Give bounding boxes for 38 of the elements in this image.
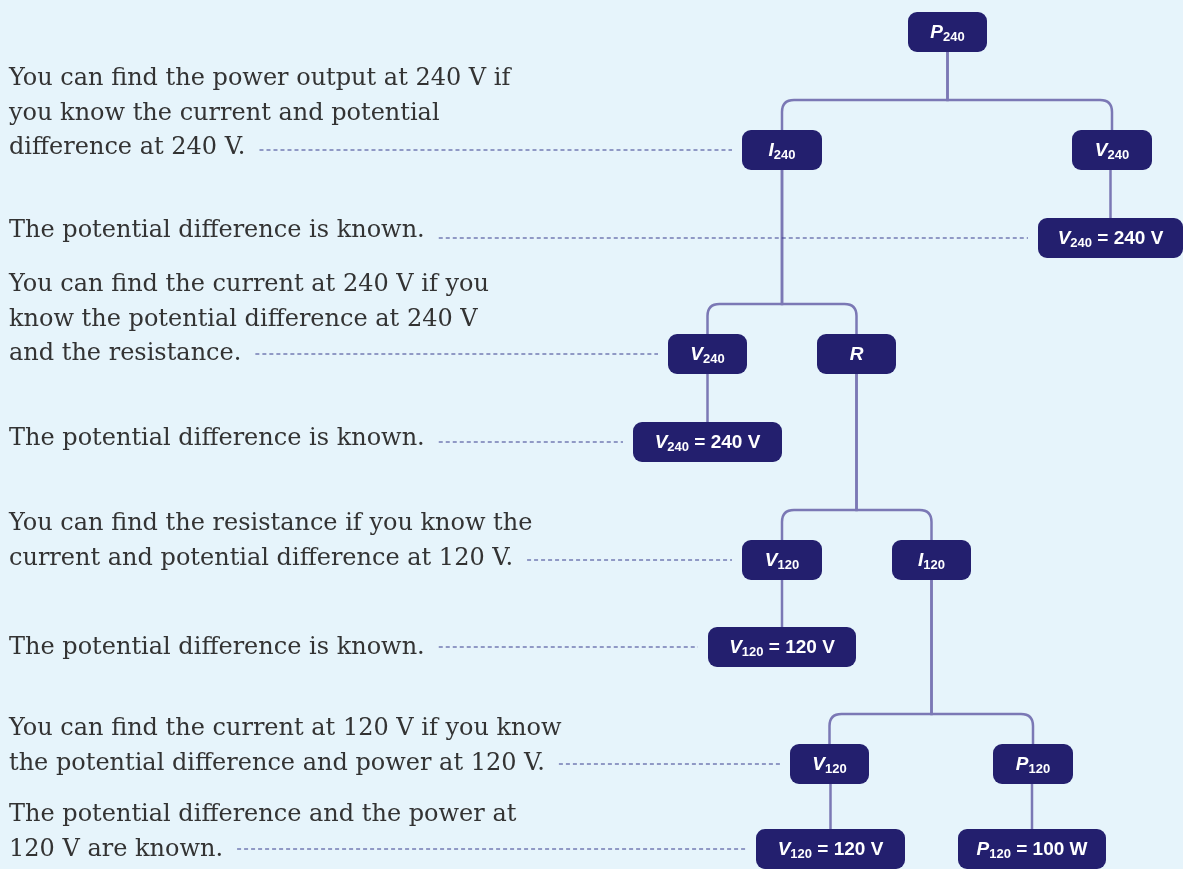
leader-line: [236, 848, 747, 850]
explanation-note: The potential difference is known.: [9, 629, 489, 664]
quantity-box: V$_{240}$ = 240 V: [633, 422, 782, 462]
quantity-box: I$_{240}$: [742, 130, 822, 170]
explanation-note: The potential difference is known.: [9, 420, 489, 455]
quantity-box: P$_{120}$: [993, 744, 1073, 784]
quantity-box: V$_{240}$ = 240 V: [1038, 218, 1183, 258]
explanation-note: The potential difference and the power at 120 V are known.: [9, 796, 529, 865]
quantity-box: V$_{240}$: [1072, 130, 1152, 170]
explanation-note: You can find the current at 240 V if you know the potential difference at 240 V and the resistance.: [9, 266, 509, 370]
leader-line: [438, 237, 1029, 239]
quantity-box: P$_{120}$ = 100 W: [958, 829, 1106, 869]
leader-line: [558, 763, 781, 765]
tree-connector: [930, 580, 1035, 744]
tree-connector: [780, 580, 784, 627]
tree-connector: [1109, 170, 1112, 218]
tree-connector: [706, 374, 709, 422]
tree-connector: [829, 784, 832, 829]
tree-connector: [855, 374, 933, 540]
explanation-note: You can find the resistance if you know the current and potential difference at 120 V.: [9, 505, 554, 574]
leader-line: [259, 149, 733, 151]
quantity-box: V$_{120}$ = 120 V: [756, 829, 905, 869]
tree-connector: [946, 52, 1114, 130]
leader-line: [526, 559, 733, 561]
leader-line: [438, 441, 624, 443]
quantity-box: V$_{120}$ = 120 V: [708, 627, 856, 667]
quantity-box: P$_{240}$: [908, 12, 987, 52]
quantity-box: I$_{120}$: [892, 540, 971, 580]
explanation-note: The potential difference is known.: [9, 212, 489, 247]
explanation-note: You can find the power output at 240 V if you know the current and potential difference at 240 V.: [9, 60, 529, 164]
quantity-box: V$_{240}$: [668, 334, 747, 374]
leader-line: [254, 353, 659, 355]
explanation-note: You can find the current at 120 V if you know the potential difference and power at 120 V.: [9, 710, 584, 779]
quantity-box: R: [817, 334, 896, 374]
quantity-box: V$_{120}$: [742, 540, 822, 580]
tree-connector: [1030, 784, 1034, 829]
tree-connector: [780, 170, 858, 334]
quantity-box: V$_{120}$: [790, 744, 869, 784]
